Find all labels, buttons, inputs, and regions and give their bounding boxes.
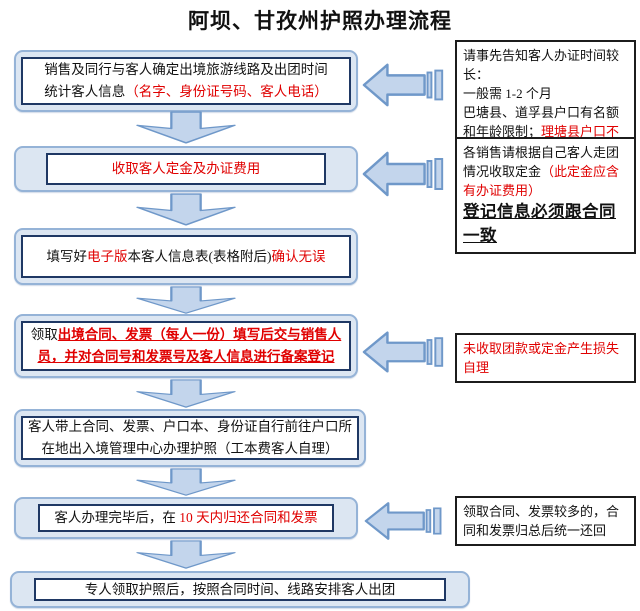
step-line: 销售及同行与客人确定出境旅游线路及出团时间 [44,59,328,81]
step-text: 领取 [30,327,58,342]
step-line: 领取出境合同、发票（每人一份）填写后交与销售人员，并对合同号和发票号及客人信息进… [26,324,346,368]
note-line: 各销售请根据自己客人走团情况收取定金（此定金应含有办证费用） [463,143,628,200]
left-arrow-icon [362,60,450,110]
down-arrow-icon [131,540,241,570]
step-box: 销售及同行与客人确定出境旅游线路及出团时间 统计客人信息（名字、身份证号码、客人… [21,57,351,105]
note-text-red: 未收取团款或定金产生损失自理 [463,341,620,375]
step-text-red: 收取客人定金及办证费用 [111,161,261,176]
page-title: 阿坝、甘孜州护照办理流程 [188,9,452,33]
step-text: 统计客人信息 [44,84,126,99]
step-line: 收取客人定金及办证费用 [112,158,261,180]
down-arrow-icon [131,468,241,497]
step-text-red: 10 天内归还合同和发票 [179,510,318,525]
note-line: 请事先告知客人办证时间较长： [463,48,620,82]
step-text-red: （名字、身份证号码、客人电话） [125,84,328,99]
left-arrow-icon [364,499,448,543]
step-text: 填写好 [46,248,88,264]
note-box-1: 请事先告知客人办证时间较长： 一般需 1-2 个月 巴塘县、道孚县户口有名额和年… [455,40,636,166]
step-box: 收取客人定金及办证费用 [46,153,326,185]
step-text-red: 确认无误 [271,248,326,264]
flow-step-4: 领取出境合同、发票（每人一份）填写后交与销售人员，并对合同号和发票号及客人信息进… [14,314,358,378]
note-emphasis: 登记信息必须跟合同一致 [463,202,616,245]
step-line: 客人办理完毕后，在 10 天内归还合同和发票 [54,507,317,529]
flow-step-2: 收取客人定金及办证费用 [14,146,358,192]
step-box: 客人带上合同、发票、户口本、身份证自行前往户口所在地出入境管理中心办理护照（工本… [21,416,359,460]
note-text: 领取合同、发票较多的，合同和发票归总后统一还回 [463,504,620,538]
note-line: 巴塘县、道孚县户口有名额和年龄限制；理塘县户口不能办理 [463,103,628,160]
step-text-red: 出境合同、发票（每人一份）填写后交与销售人员，并对合同号和发票号及客人信息进行备… [37,327,342,364]
step-line: 填写好电子版本客人信息表(表格附后)确认无误 [47,246,326,268]
note-box-3: 未收取团款或定金产生损失自理 [455,333,636,383]
note-box-2: 各销售请根据自己客人走团情况收取定金（此定金应含有办证费用） 登记信息必须跟合同… [455,137,636,254]
step-text-red: 电子版 [87,248,128,264]
note-box-4: 领取合同、发票较多的，合同和发票归总后统一还回 [455,496,636,546]
step-text: 本客人信息表(表格附后) [127,248,272,264]
left-arrow-icon [362,148,450,200]
step-box: 专人领取护照后，按照合同时间、线路安排客人出团 [34,578,446,601]
step-text: 专人领取护照后，按照合同时间、线路安排客人出团 [84,581,396,597]
flow-step-1: 销售及同行与客人确定出境旅游线路及出团时间 统计客人信息（名字、身份证号码、客人… [14,50,358,112]
step-text: 销售及同行与客人确定出境旅游线路及出团时间 [44,62,328,77]
flow-step-3: 填写好电子版本客人信息表(表格附后)确认无误 [14,228,358,285]
flow-step-7: 专人领取护照后，按照合同时间、线路安排客人出团 [10,571,470,608]
step-box: 客人办理完毕后，在 10 天内归还合同和发票 [38,504,334,532]
down-arrow-icon [131,193,241,227]
step-box: 领取出境合同、发票（每人一份）填写后交与销售人员，并对合同号和发票号及客人信息进… [21,321,351,371]
note-line: 一般需 1-2 个月 [463,86,552,101]
step-line: 专人领取护照后，按照合同时间、线路安排客人出团 [85,579,396,601]
flow-step-6: 客人办理完毕后，在 10 天内归还合同和发票 [14,497,358,539]
step-box: 填写好电子版本客人信息表(表格附后)确认无误 [21,235,351,278]
note-text-red: （此定金应含有办证费用） [463,164,620,198]
step-line: 统计客人信息（名字、身份证号码、客人电话） [44,81,328,103]
down-arrow-icon [131,111,241,145]
step-text: 客人办理完毕后，在 [54,510,180,525]
left-arrow-icon [362,328,450,376]
down-arrow-icon [131,286,241,315]
note-text: 各销售请根据自己客人走团情况收取定金 [463,145,620,179]
down-arrow-icon [131,379,241,409]
flow-step-5: 客人带上合同、发票、户口本、身份证自行前往户口所在地出入境管理中心办理护照（工本… [14,409,366,467]
note-text: 巴塘县、道孚县户口有名额和年龄限制； [463,105,620,139]
step-text: 客人带上合同、发票、户口本、身份证自行前往户口所在地出入境管理中心办理护照（工本… [28,419,352,456]
step-line: 客人带上合同、发票、户口本、身份证自行前往户口所在地出入境管理中心办理护照（工本… [26,416,354,460]
